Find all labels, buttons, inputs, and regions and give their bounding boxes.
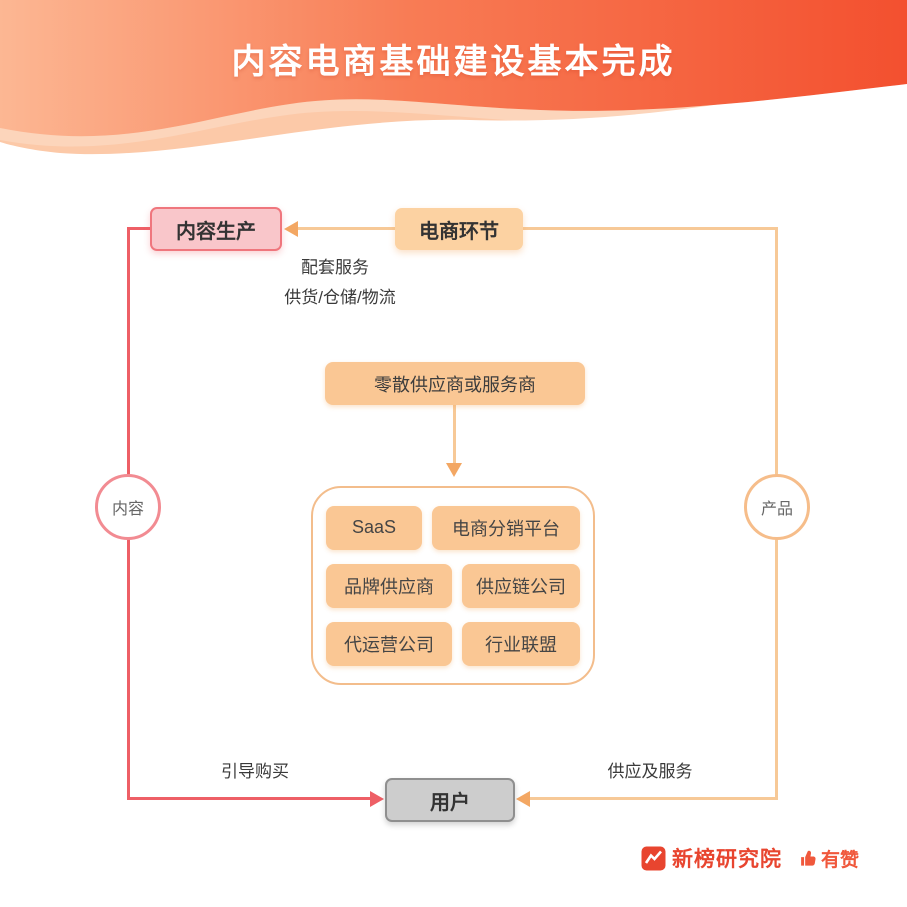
provider-row-3: 代运营公司 行业联盟 — [326, 621, 580, 666]
supplier-down-arrowhead — [446, 463, 462, 477]
node-scattered-supplier: 零散供应商或服务商 — [325, 362, 585, 405]
provider-agency-operator: 代运营公司 — [326, 621, 452, 666]
guide-purchase-arrowhead — [370, 791, 384, 807]
label-guide-purchase: 引导购买 — [221, 762, 289, 781]
header-banner: 内容电商基础建设基本完成 — [0, 0, 907, 175]
footer-brands: 新榜研究院 有赞 — [641, 843, 859, 873]
product-flow-line-bottom — [528, 797, 777, 800]
youzan-brand: 有赞 — [800, 845, 859, 872]
node-content-production: 内容生产 — [150, 207, 282, 251]
services-arrowhead — [284, 221, 298, 237]
page-title: 内容电商基础建设基本完成 — [231, 43, 676, 81]
product-circle: 产品 — [744, 474, 810, 540]
label-supply-and-service: 供应及服务 — [607, 762, 693, 781]
provider-saas: SaaS — [326, 505, 422, 550]
content-flow-line-bottom — [127, 797, 373, 800]
provider-supply-chain-company: 供应链公司 — [462, 563, 580, 608]
provider-panel: SaaS 电商分销平台 品牌供应商 供应链公司 代运营公司 行业联盟 — [311, 486, 595, 685]
node-ecommerce-link: 电商环节 — [395, 208, 523, 250]
youzan-brand-text: 有赞 — [820, 849, 859, 871]
youzan-thumb-icon — [801, 850, 816, 866]
supply-service-arrowhead — [516, 791, 530, 807]
content-flow-line-top-stub — [127, 227, 153, 230]
header-wave-graphic — [0, 0, 907, 155]
content-circle: 内容 — [95, 474, 161, 540]
newrank-brand-text: 新榜研究院 — [671, 848, 782, 871]
node-user: 用户 — [385, 778, 515, 822]
provider-row-2: 品牌供应商 供应链公司 — [326, 563, 580, 608]
provider-brand-supplier: 品牌供应商 — [326, 563, 452, 608]
label-supporting-services: 配套服务 — [301, 258, 369, 277]
provider-distribution-platform: 电商分销平台 — [432, 505, 580, 550]
provider-industry-alliance: 行业联盟 — [462, 621, 580, 666]
newrank-brand: 新榜研究院 — [641, 843, 782, 873]
product-flow-line-top — [523, 227, 778, 230]
supplier-down-line — [453, 405, 456, 465]
newrank-logo-icon — [641, 846, 666, 870]
label-supply-warehouse-logistics: 供货/仓储/物流 — [284, 288, 396, 307]
services-line — [292, 227, 395, 230]
provider-row-1: SaaS 电商分销平台 — [326, 505, 580, 550]
